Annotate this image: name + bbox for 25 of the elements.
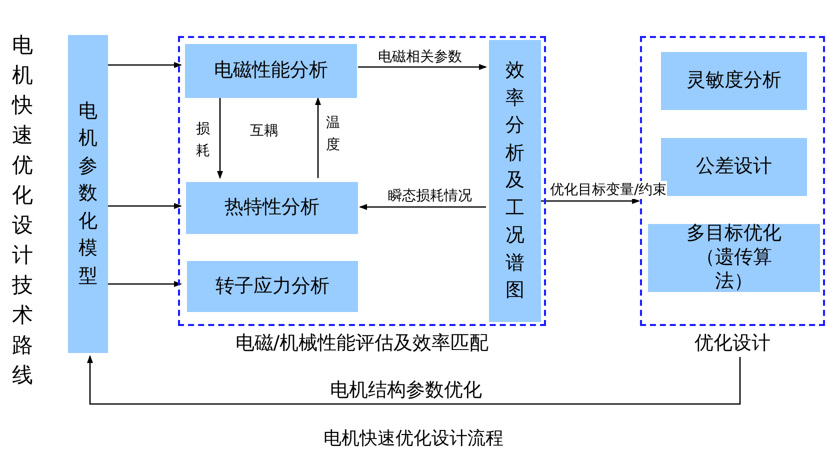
arrow: [87, 355, 741, 405]
arrow: [108, 203, 182, 209]
param-model-bar: 电机参数化模型: [68, 35, 108, 353]
caption: 电机快速优化设计流程: [322, 427, 504, 450]
edge-label: 优化目标变量/约束: [550, 181, 667, 200]
analysis-box: 转子应力分析: [187, 261, 358, 312]
design-box: 多目标优化（遗传算法）: [648, 224, 820, 292]
dashed-group-frame: [640, 36, 825, 326]
arrow: [358, 64, 487, 70]
group-heading: 优化设计: [694, 331, 772, 356]
group-heading: 电磁/机械性能评估及效率匹配: [234, 331, 490, 356]
coupling-label: 互耦: [250, 122, 278, 140]
dashed-group-frame: [178, 36, 546, 326]
analysis-box: 电磁性能分析: [185, 44, 357, 98]
edge-label: 电磁相关参数: [378, 48, 462, 66]
arrow: [359, 204, 486, 210]
efficiency-bar: 效率分析及工况谱图: [489, 40, 541, 322]
design-box: 灵敏度分析: [661, 52, 807, 110]
title-text: 电机快速优化设计技术路线: [12, 32, 34, 389]
arrow: [315, 97, 321, 178]
arrow: [108, 281, 182, 287]
arrow: [217, 98, 223, 179]
analysis-box: 热特性分析: [186, 182, 358, 234]
arrow: [540, 198, 640, 204]
arrow: [108, 62, 182, 68]
